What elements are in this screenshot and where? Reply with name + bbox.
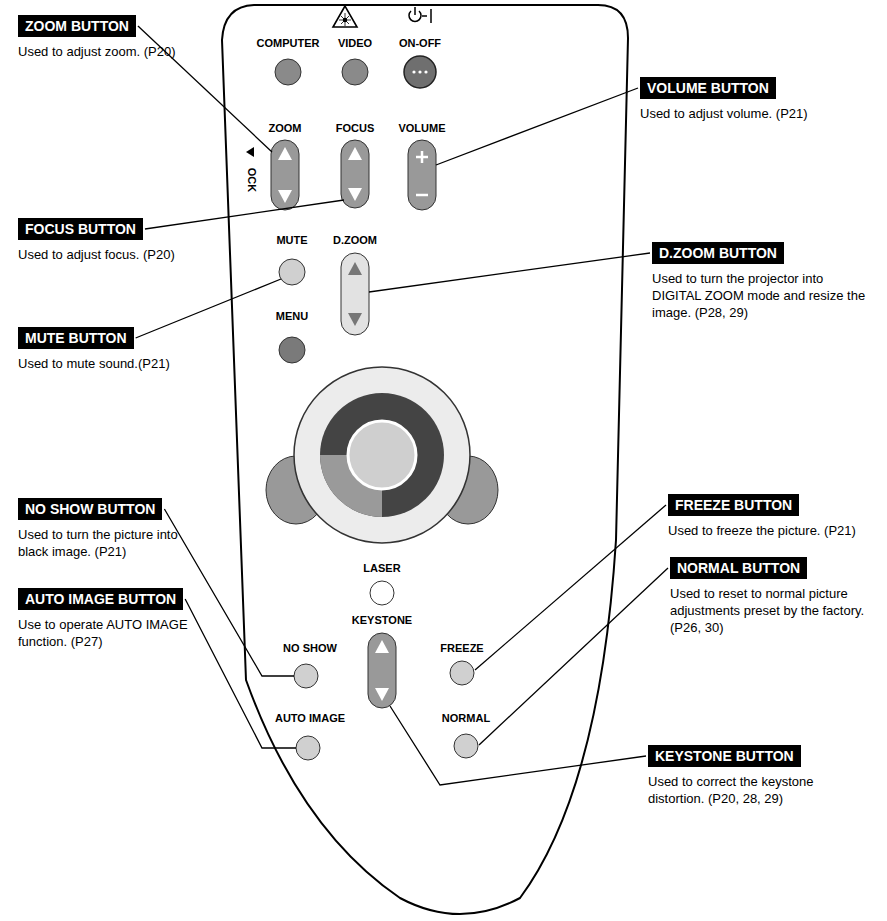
- button-label: VIDEO: [338, 37, 372, 49]
- button-label: ON-OFF: [399, 37, 441, 49]
- callout-description: Used to adjust zoom. (P20): [18, 43, 208, 60]
- button-label: ZOOM: [269, 122, 302, 134]
- callout-description: Used to correct the keystone distortion.…: [648, 773, 868, 807]
- callout-heading: AUTO IMAGE BUTTON: [18, 588, 183, 610]
- button-label: D.ZOOM: [333, 234, 377, 246]
- leader-line: [136, 279, 281, 338]
- button-label: AUTO IMAGE: [275, 712, 345, 724]
- callout-heading: D.ZOOM BUTTON: [652, 242, 784, 264]
- callout-description: Used to mute sound.(P21): [18, 355, 208, 372]
- leader-line: [164, 509, 294, 676]
- power-symbol: [409, 7, 431, 23]
- callout-description: Used to adjust focus. (P20): [18, 246, 208, 263]
- button-label: LASER: [363, 562, 400, 574]
- callout-heading: KEYSTONE BUTTON: [648, 745, 801, 767]
- callout: NORMAL BUTTON Used to reset to normal pic…: [670, 557, 875, 636]
- video-button: [342, 59, 368, 85]
- callout: NO SHOW BUTTON Used to turn the picture i…: [18, 498, 208, 560]
- freeze-button: [450, 661, 474, 685]
- button-label: NO SHOW: [283, 642, 337, 654]
- callout: FOCUS BUTTON Used to adjust focus. (P20): [18, 218, 208, 263]
- callout: VOLUME BUTTON Used to adjust volume. (P21…: [640, 77, 855, 122]
- button-label: MENU: [276, 310, 308, 322]
- button-label: VOLUME: [398, 122, 445, 134]
- auto-image-button: [296, 736, 320, 760]
- callout: MUTE BUTTON Used to mute sound.(P21): [18, 327, 208, 372]
- computer-button: [275, 59, 301, 85]
- leader-line: [436, 88, 638, 165]
- mute-button: [279, 259, 305, 285]
- no-show-button: [294, 664, 318, 688]
- power-button: [404, 56, 436, 88]
- keystone-rocker: [368, 633, 396, 708]
- callout-heading: FOCUS BUTTON: [18, 218, 143, 240]
- callout-description: Used to adjust volume. (P21): [640, 105, 855, 122]
- button-label: COMPUTER: [257, 37, 320, 49]
- focus-rocker: [341, 140, 369, 208]
- leader-line: [390, 706, 646, 785]
- volume-rocker: [408, 140, 436, 210]
- button-label: NORMAL: [442, 712, 490, 724]
- menu-button: [279, 337, 305, 363]
- laser-button: [370, 581, 394, 605]
- callout-description: Used to freeze the picture. (P21): [668, 522, 868, 539]
- callout-description: Used to turn the picture into black imag…: [18, 526, 208, 560]
- callout: FREEZE BUTTON Used to freeze the picture.…: [668, 494, 868, 539]
- button-label: KEYSTONE: [352, 614, 412, 626]
- leader-line: [369, 253, 650, 292]
- leader-line: [185, 599, 296, 748]
- callout-description: Use to operate AUTO IMAGE function. (P27…: [18, 616, 208, 650]
- callout-description: Used to turn the projector into DIGITAL …: [652, 270, 872, 321]
- callout-heading: ZOOM BUTTON: [18, 15, 136, 37]
- button-label: OCK: [246, 168, 258, 192]
- laser-warning-symbol: [333, 6, 357, 27]
- remote-body: [222, 5, 628, 914]
- lock-arrow: [246, 147, 254, 157]
- button-label: MUTE: [276, 234, 307, 246]
- callout: D.ZOOM BUTTON Used to turn the projector …: [652, 242, 872, 321]
- callout-heading: MUTE BUTTON: [18, 327, 134, 349]
- dzoom-rocker: [341, 253, 369, 335]
- zoom-rocker: [271, 140, 299, 210]
- leader-line: [479, 568, 668, 745]
- callout: AUTO IMAGE BUTTON Use to operate AUTO IMA…: [18, 588, 208, 650]
- normal-button: [454, 734, 478, 758]
- callout: ZOOM BUTTON Used to adjust zoom. (P20): [18, 15, 208, 60]
- callout-description: Used to reset to normal picture adjustme…: [670, 585, 875, 636]
- callout-heading: VOLUME BUTTON: [640, 77, 776, 99]
- leader-line: [475, 505, 666, 670]
- button-label: FREEZE: [440, 642, 483, 654]
- callout-heading: NO SHOW BUTTON: [18, 498, 162, 520]
- callout-heading: FREEZE BUTTON: [668, 494, 799, 516]
- power-button-dots: [412, 70, 427, 73]
- direction-pad: [266, 367, 498, 543]
- callout: KEYSTONE BUTTON Used to correct the keyst…: [648, 745, 868, 807]
- button-label: FOCUS: [336, 122, 375, 134]
- leader-line: [145, 200, 344, 229]
- callout-heading: NORMAL BUTTON: [670, 557, 807, 579]
